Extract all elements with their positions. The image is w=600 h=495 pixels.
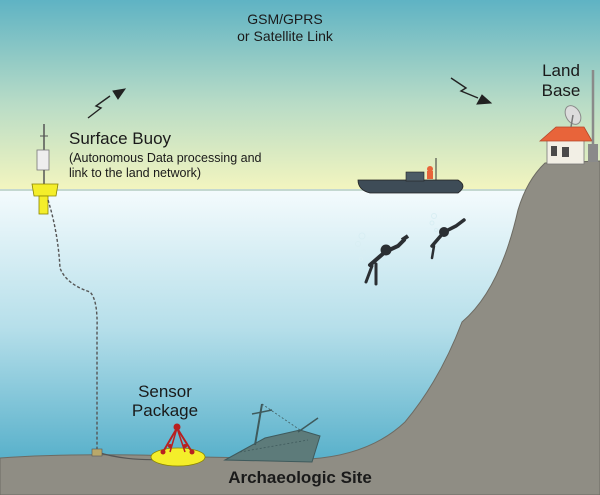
mooring-cable [47,199,98,452]
link-label-sub: or Satellite Link [237,28,333,44]
surface-buoy-description: (Autonomous Data processing and [69,151,262,165]
diver-icon [364,234,410,286]
diver-icon [430,218,466,260]
surface-buoy-description-sub: link to the land network) [69,166,202,180]
bubbles-icon [429,213,439,233]
sky [0,0,600,190]
land-base-label: Land [542,61,580,80]
uplink-arrow-icon [87,88,127,119]
sensor-package [150,423,206,467]
surface-buoy [31,124,59,215]
coastal-land [0,160,600,495]
anchor-weight [91,448,103,457]
surface-buoy-label: Surface Buoy [69,129,172,148]
radio-mast-icon [588,70,598,162]
satellite-dish-icon [564,105,582,128]
link-label: GSM/GPRS [247,11,323,27]
shipwreck [223,403,321,463]
land-base-house [538,126,593,165]
land-base-label-sub: Base [541,81,581,100]
sensor-package-label-sub: Package [131,401,199,420]
sensor-package-label: Sensor [138,382,192,401]
archaeologic-site-label: Archaeologic Site [228,468,372,487]
bubbles-icon [355,232,367,262]
downlink-arrow-icon [450,77,493,105]
inflatable-boat [357,158,464,194]
